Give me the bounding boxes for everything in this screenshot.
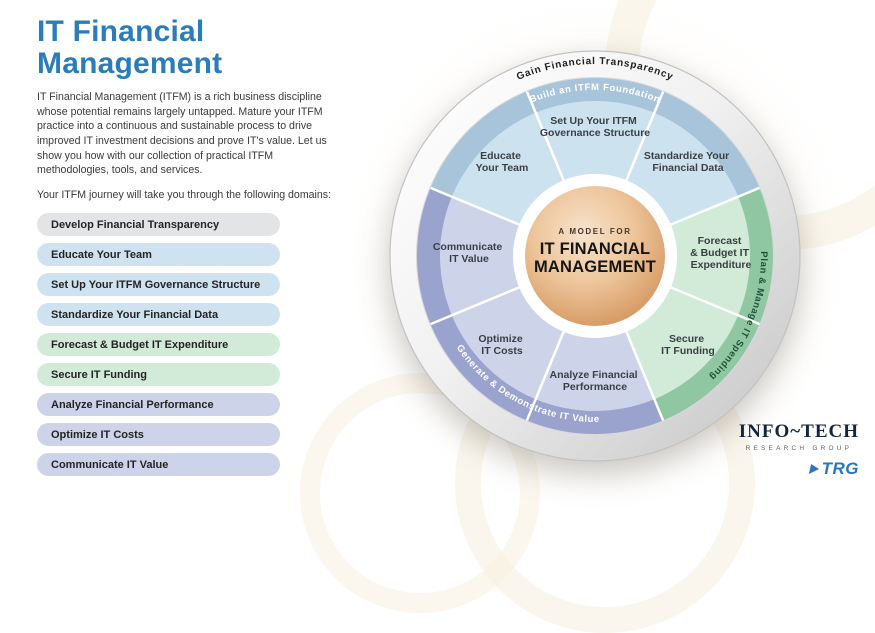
itrg-flag-icon: [808, 464, 820, 474]
page-title-line1: IT Financial: [37, 15, 205, 48]
segment-optimize-it-costs[interactable]: [430, 287, 564, 421]
center-circle: [525, 186, 665, 326]
label-analyze-financial-performance: Analyze Financial Performance: [549, 369, 640, 393]
label-secure-it-funding: Secure IT Funding: [661, 333, 715, 357]
intro-paragraph: IT Financial Management (ITFM) is a rich…: [37, 91, 327, 177]
band-generate-demonstrate-it-value: [416, 187, 664, 435]
page-title: IT Financial Management: [37, 15, 339, 81]
center-kicker: A MODEL FOR: [558, 227, 631, 236]
pill-communicate-it-value[interactable]: Communicate IT Value: [37, 452, 280, 477]
label-forecast-budget: Forecast & Budget IT Expenditure: [690, 235, 752, 271]
infotech-tagline: RESEARCH GROUP: [745, 445, 853, 452]
pill-optimize-it-costs[interactable]: Optimize IT Costs: [37, 422, 280, 447]
pill-standardize-financial-data[interactable]: Standardize Your Financial Data: [37, 302, 280, 327]
page-title-line2: Management: [37, 47, 223, 81]
band-build-itfm-foundation: [430, 77, 760, 197]
segment-standardize-financial-data[interactable]: [626, 91, 760, 225]
itfm-model-wheel: Gain Financial Transparency Build an ITF…: [385, 46, 805, 466]
pill-develop-financial-transparency[interactable]: Develop Financial Transparency: [37, 212, 280, 237]
pill-analyze-financial-performance[interactable]: Analyze Financial Performance: [37, 392, 280, 417]
label-standardize-financial-data: Standardize Your Financial Data: [644, 150, 732, 174]
infotech-logo: INFO~TECH: [738, 421, 859, 442]
segment-secure-it-funding[interactable]: [626, 287, 760, 421]
center-title-line1: IT FINANCIAL: [540, 240, 651, 258]
wheel-svg: Gain Financial Transparency Build an ITF…: [389, 50, 801, 462]
wheel-inner-edge: [416, 77, 774, 435]
pill-secure-it-funding[interactable]: Secure IT Funding: [37, 362, 280, 387]
itrg-logo: TRG: [739, 459, 859, 479]
band-plan-manage-it-spending: [654, 187, 774, 421]
wheel-outer-edge: [389, 50, 801, 462]
segment-labels: Set Up Your ITFM Governance Structure St…: [433, 115, 752, 393]
pill-educate-your-team[interactable]: Educate Your Team: [37, 242, 280, 267]
center-title-line2: MANAGEMENT: [534, 258, 656, 276]
branding-block: INFO~TECH RESEARCH GROUP TRG: [739, 421, 859, 479]
journey-intro: Your ITFM journey will take you through …: [37, 188, 332, 201]
segment-educate-your-team[interactable]: [430, 91, 564, 225]
left-column: IT Financial Management IT Financial Man…: [37, 15, 339, 477]
label-communicate-it-value: Communicate IT Value: [433, 241, 505, 265]
itrg-logo-text: TRG: [821, 459, 859, 478]
wheel-phase-bands: [416, 77, 774, 435]
pill-forecast-budget[interactable]: Forecast & Budget IT Expenditure: [37, 332, 280, 357]
label-set-up-governance: Set Up Your ITFM Governance Structure: [540, 115, 650, 139]
label-optimize-it-costs: Optimize IT Costs: [478, 333, 525, 357]
pill-set-up-governance[interactable]: Set Up Your ITFM Governance Structure: [37, 272, 280, 297]
domain-pill-list: Develop Financial Transparency Educate Y…: [37, 212, 280, 477]
label-educate-your-team: Educate Your Team: [476, 150, 529, 174]
segment-dividers: [430, 91, 760, 421]
